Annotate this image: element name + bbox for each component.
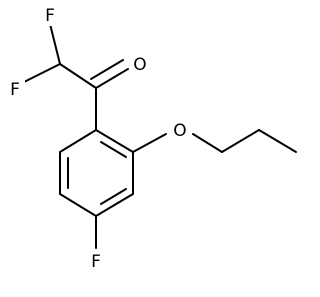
ring-inner-c3-c4 [100,188,127,205]
atom-f-top: F [45,6,55,26]
label-bg-o-carbonyl [130,55,150,75]
atom-labels: F F O O F [5,6,191,272]
bond-chf2-carbonyl [59,63,97,89]
atom-f-ring: F [91,252,101,272]
atom-o-ether: O [173,121,186,141]
atom-f-left: F [10,80,20,100]
bond-chf2-f-left [21,63,61,84]
label-bg-f-top [40,6,60,26]
structure-canvas: F F O O F [5,6,297,272]
ring-bond-c6-c1 [59,129,97,153]
atom-o-carbonyl: O [133,55,146,75]
bond-o-ch2 [192,133,223,153]
bond-carbonyl-o-2 [90,59,124,80]
bond-carbonyl-o-1 [95,68,129,89]
bond-ch2-ch3 [258,129,297,153]
bond-ch2-ch2 [221,129,260,153]
bond-ring-o-ether [132,133,167,153]
bond-chf2-f-top [49,23,61,65]
label-bg-o-ether [169,120,191,142]
ring-bond-c3-c4 [95,193,134,217]
label-bg-f-left [5,80,25,100]
ring-bond-c1-c2 [95,129,134,153]
ring-inner-c1-c2 [100,141,127,158]
bonds [21,23,297,249]
label-bg-f-ring [86,250,106,272]
molecule-drawing: F F O O F [5,6,297,272]
ring-bond-c4-c5 [59,193,97,217]
